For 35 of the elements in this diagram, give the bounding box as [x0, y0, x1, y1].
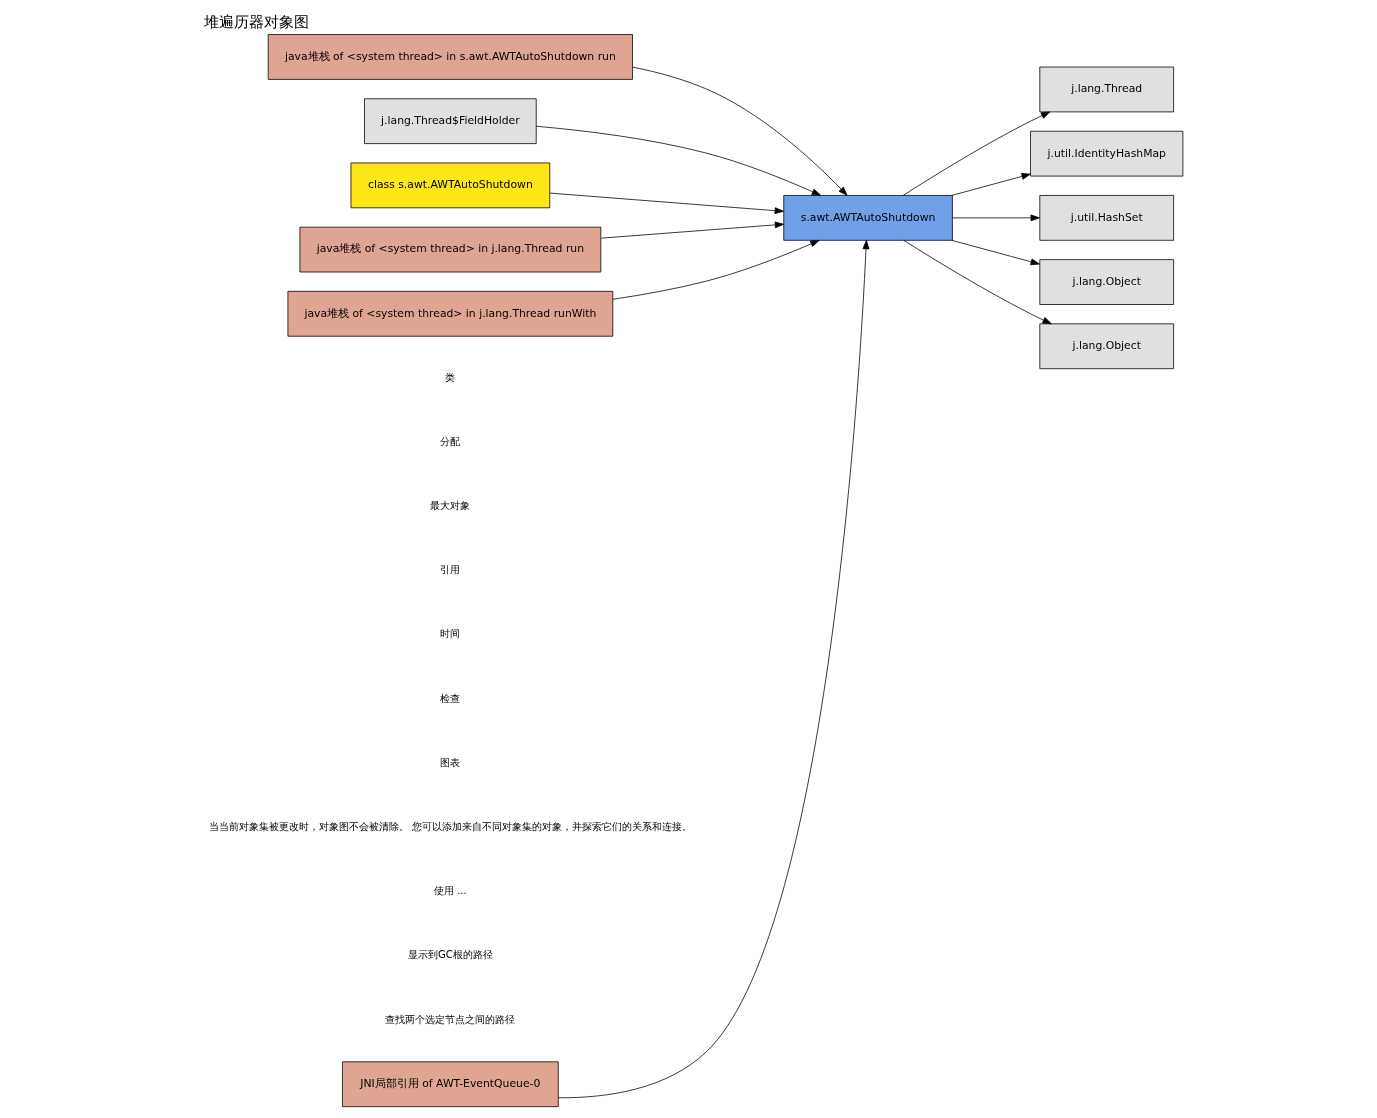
label: 显示到GC根的路径: [407, 949, 493, 961]
node-box: j.util.HashSet: [1038, 195, 1174, 241]
node-box: j.lang.Thread$FieldHolder: [363, 98, 537, 144]
arrow: [902, 239, 1052, 325]
node-box: class s.awt.AWTAutoShutdown: [350, 162, 550, 209]
arrow: [549, 192, 784, 215]
label: 当当前对象集被更改时，对象图不会被清除。 您可以添加来自不同对象集的对象，并探索它们的关系和连接。: [208, 821, 692, 833]
label: 时间: [439, 628, 460, 640]
label: 图表: [439, 756, 460, 768]
arrow: [600, 221, 784, 239]
label: 引用: [439, 564, 460, 576]
arrow: [950, 173, 1031, 196]
arrow: [611, 240, 820, 300]
label: 分配: [439, 435, 460, 447]
arrow: [950, 239, 1040, 266]
node-box: j.lang.Object: [1038, 259, 1174, 305]
node-box: j.lang.Object: [1038, 323, 1174, 370]
arrow: [951, 214, 1040, 222]
label: 类: [444, 371, 455, 383]
node-box: j.lang.Thread: [1038, 66, 1174, 113]
label: 查找两个选定节点之间的路径: [384, 1013, 515, 1025]
label: 最大对象: [429, 500, 470, 512]
arrow: [557, 239, 869, 1099]
node-box: java堆栈 of <system thread> in s.awt.AWTAutoShutdown run: [267, 34, 633, 80]
label: 使用 ...: [433, 885, 467, 897]
arrow: [535, 125, 821, 196]
label: 检查: [439, 692, 460, 704]
node-box: JNI局部引用 of AWT-EventQueue-0: [341, 1061, 559, 1108]
node-box: j.util.IdentityHashMap: [1029, 130, 1183, 177]
arrow: [631, 66, 847, 196]
arrow: [902, 111, 1050, 196]
node-box: java堆栈 of <system thread> in j.lang.Thread run: [299, 226, 601, 273]
node-box: s.awt.AWTAutoShutdown: [782, 195, 953, 241]
node-box: java堆栈 of <system thread> in j.lang.Thread runWith: [287, 290, 613, 337]
diagram-title: 堆遍历器对象图: [203, 12, 309, 31]
